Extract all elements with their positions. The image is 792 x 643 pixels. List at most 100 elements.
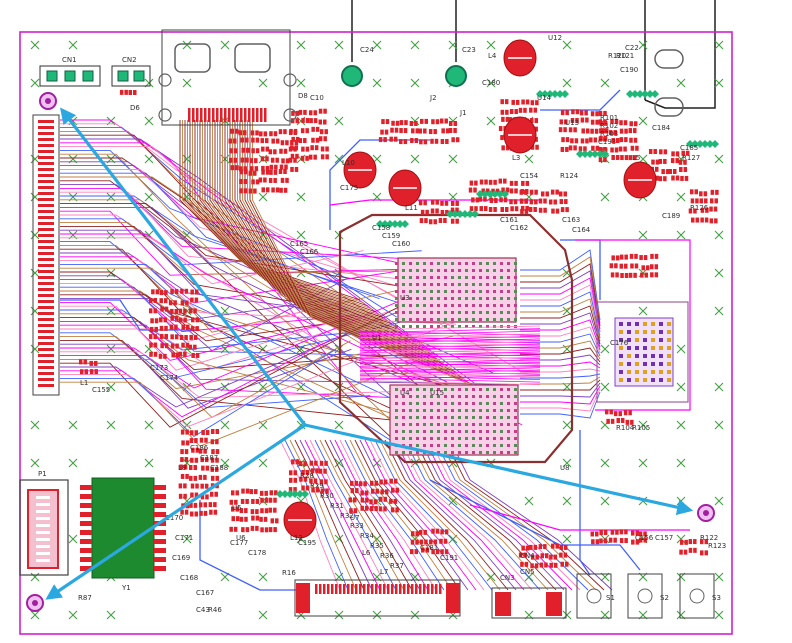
cross-marker xyxy=(600,78,610,88)
smd-component xyxy=(591,145,600,151)
bga-ball xyxy=(444,283,447,286)
smd-component xyxy=(409,120,418,126)
bga-ball xyxy=(500,423,503,426)
qfn-pad xyxy=(635,354,639,358)
bga-ball xyxy=(437,409,440,412)
smd-component xyxy=(190,297,199,303)
qfn-pad xyxy=(619,370,623,374)
smd-component xyxy=(318,108,327,114)
smd-component xyxy=(699,198,708,204)
green-pad xyxy=(461,210,469,218)
smd-component xyxy=(369,506,378,512)
smd-component xyxy=(149,326,158,332)
bga-ball xyxy=(514,262,517,265)
connector-pin xyxy=(38,288,54,291)
bga-ball xyxy=(423,262,426,265)
silk-label-c169: C169 xyxy=(172,554,190,562)
green-pad xyxy=(466,210,474,218)
cross-marker xyxy=(144,420,154,430)
smd-component xyxy=(159,290,168,296)
qfn-pad xyxy=(651,378,655,382)
bga-ball xyxy=(507,304,510,307)
smd-component xyxy=(430,138,439,144)
switch-s2 xyxy=(627,573,663,619)
bga-ball xyxy=(479,325,482,328)
bga-ball xyxy=(472,276,475,279)
silk-label-u7: U7 xyxy=(350,514,360,522)
bga-ball xyxy=(395,311,398,314)
green-pad xyxy=(291,490,299,498)
bga-ball xyxy=(409,416,412,419)
smd-component xyxy=(180,509,189,515)
smd-component xyxy=(690,198,699,204)
silk-label-l11: L11 xyxy=(405,204,418,212)
silk-label-r123: R123 xyxy=(708,542,726,550)
green-pad xyxy=(641,90,649,98)
bga-ball xyxy=(486,409,489,412)
smd-component xyxy=(309,478,318,484)
cross-marker xyxy=(30,192,40,202)
cross-marker xyxy=(562,40,572,50)
smd-component xyxy=(598,136,607,142)
smd-component xyxy=(623,410,632,416)
trace xyxy=(520,291,601,339)
silk-label-u15: U15 xyxy=(430,389,444,397)
bga-ball xyxy=(444,388,447,391)
cross-marker xyxy=(258,458,268,468)
green-pad xyxy=(281,490,289,498)
green-pad xyxy=(301,490,309,498)
bga-ball xyxy=(458,409,461,412)
smd-component xyxy=(238,130,247,136)
smd-component xyxy=(279,148,288,154)
trace xyxy=(520,256,601,324)
bga-ball xyxy=(500,283,503,286)
cross-marker xyxy=(372,610,382,620)
smd-component xyxy=(190,326,199,332)
cross-marker xyxy=(562,534,572,544)
bga-ball xyxy=(507,444,510,447)
cross-marker xyxy=(676,420,686,430)
smd-component xyxy=(438,217,447,223)
bga-ball xyxy=(437,395,440,398)
inductor xyxy=(503,39,537,77)
p1-pin xyxy=(36,559,50,562)
smd-component xyxy=(369,499,378,505)
p1-pin xyxy=(36,531,50,534)
cross-marker xyxy=(600,344,610,354)
bga-ball xyxy=(444,416,447,419)
bga-ball xyxy=(444,276,447,279)
smd-component xyxy=(200,483,209,489)
crystal-pin xyxy=(80,539,92,544)
green-pad xyxy=(391,220,399,228)
smd-component xyxy=(378,506,387,512)
bga-ball xyxy=(493,437,496,440)
silk-label-c191: C191 xyxy=(440,554,458,562)
crystal-pin xyxy=(80,503,92,508)
bga-ball xyxy=(430,437,433,440)
green-pad xyxy=(551,90,559,98)
smd-component xyxy=(410,539,419,545)
bga-ball xyxy=(514,318,517,321)
p1-pin xyxy=(36,496,50,499)
usb-pin xyxy=(264,108,267,122)
smd-component xyxy=(250,509,259,515)
bga-ball xyxy=(423,409,426,412)
smd-component xyxy=(488,206,497,212)
smd-component xyxy=(239,516,248,522)
inductor xyxy=(388,169,422,207)
bga-ball xyxy=(493,325,496,328)
crystal-pin xyxy=(154,539,166,544)
bga-ball xyxy=(409,262,412,265)
inductor xyxy=(503,116,537,154)
bga-ball xyxy=(514,304,517,307)
cross-marker xyxy=(296,78,306,88)
bga-ball xyxy=(479,262,482,265)
bga-ball xyxy=(507,430,510,433)
trace xyxy=(520,249,601,321)
bga-ball xyxy=(465,304,468,307)
bga-ball xyxy=(472,416,475,419)
bga-ball xyxy=(465,290,468,293)
trace xyxy=(540,89,621,111)
smd-component xyxy=(149,351,158,357)
smd-component xyxy=(668,169,677,175)
